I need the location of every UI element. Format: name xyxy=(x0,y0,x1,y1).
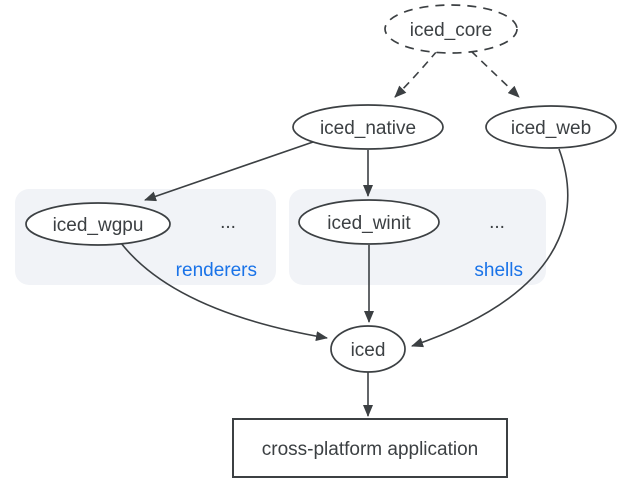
node-label-iced-web: iced_web xyxy=(511,118,591,139)
node-label-iced-core: iced_core xyxy=(410,20,492,41)
node-label-iced-wgpu: iced_wgpu xyxy=(53,215,144,236)
node-iced xyxy=(330,325,406,373)
group-label-renderers: renderers xyxy=(176,260,257,281)
node-iced-winit xyxy=(298,199,440,245)
node-iced-wgpu xyxy=(25,202,171,246)
renderers-ellipsis: ... xyxy=(220,212,236,233)
edge-iced_core-to-iced_native xyxy=(394,50,438,98)
edge-iced_web-to-iced xyxy=(411,148,569,348)
edge-iced_native-to-iced_wgpu xyxy=(144,141,314,202)
node-application xyxy=(232,418,508,478)
edge-iced_core-to-iced_web xyxy=(470,50,520,98)
node-label-iced-winit: iced_winit xyxy=(327,213,411,234)
node-label-iced-native: iced_native xyxy=(320,118,416,139)
edge-iced_wgpu-to-iced xyxy=(120,242,328,342)
shells-ellipsis: ... xyxy=(489,212,505,233)
node-iced-core xyxy=(384,4,518,54)
node-iced-native xyxy=(292,104,444,150)
node-iced-web xyxy=(485,105,617,149)
group-label-shells: shells xyxy=(474,260,523,281)
node-label-iced: iced xyxy=(351,340,386,361)
node-label-application: cross-platform application xyxy=(262,439,478,460)
